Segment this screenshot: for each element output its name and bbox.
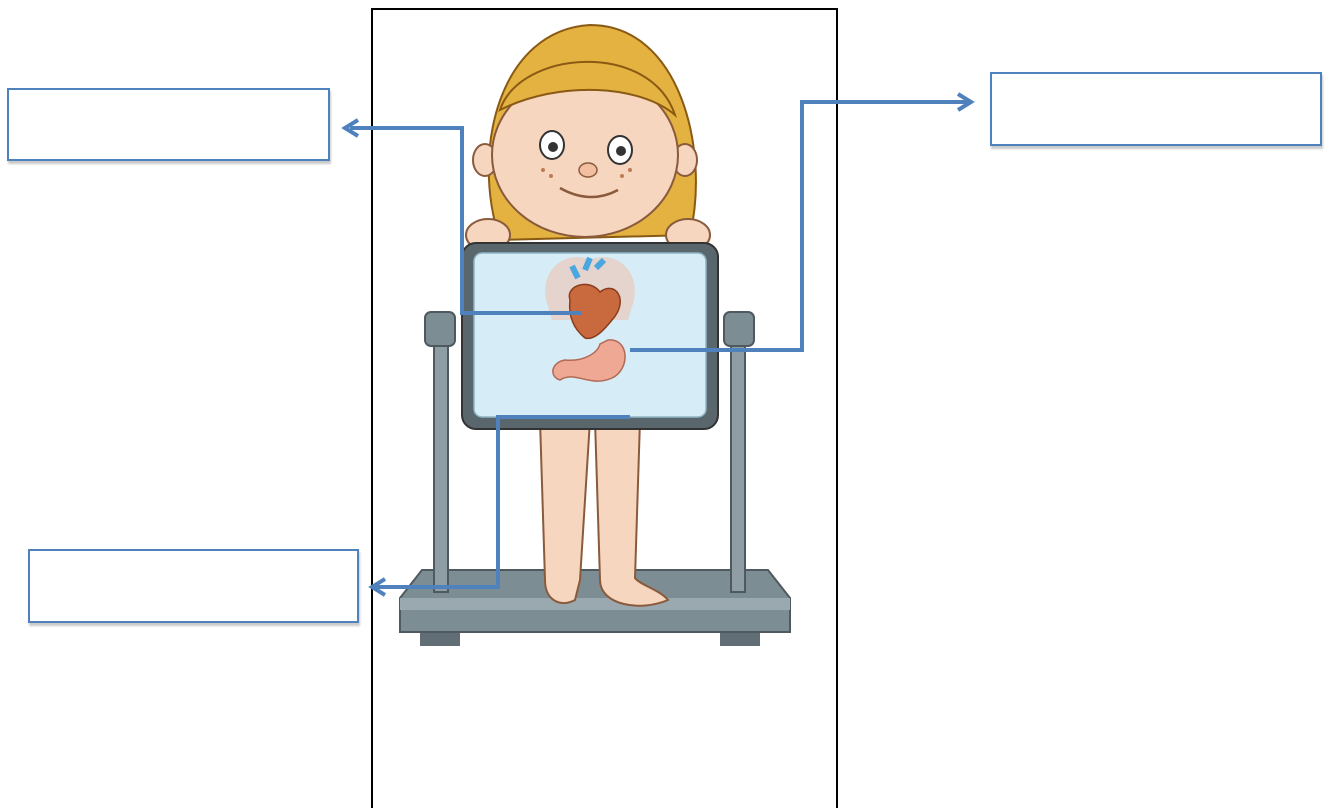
label-text-heart [9,90,328,110]
label-box-legs[interactable] [28,549,359,623]
label-box-heart[interactable] [7,88,330,161]
label-text-stomach [992,74,1320,94]
label-text-legs [30,551,357,571]
label-box-stomach[interactable] [990,72,1322,146]
xray-screen [462,243,718,429]
